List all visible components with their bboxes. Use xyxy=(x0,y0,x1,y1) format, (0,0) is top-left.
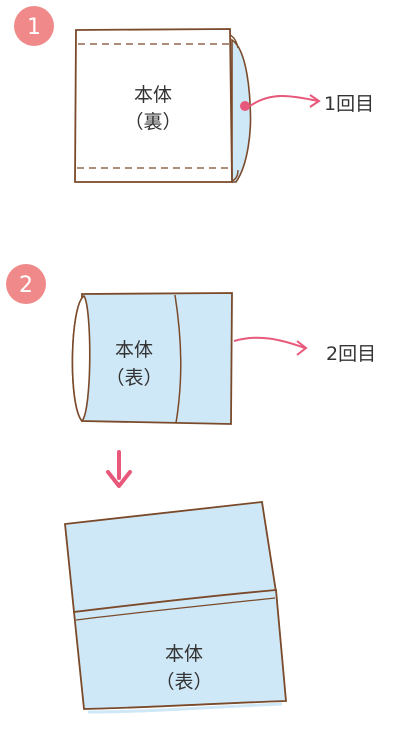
step-2-badge: 2 xyxy=(6,264,46,304)
svg-text:（裏）: （裏） xyxy=(124,111,181,133)
result-panel: 本体 （表） xyxy=(64,501,287,714)
curved-arrow-icon xyxy=(309,94,321,108)
svg-text:（表）: （表） xyxy=(155,671,212,693)
svg-text:本体: 本体 xyxy=(115,339,153,361)
svg-text:2回目: 2回目 xyxy=(326,343,376,365)
step-1-badge: 1 xyxy=(14,6,54,46)
svg-text:1回目: 1回目 xyxy=(324,93,374,115)
step-1-callout: 1回目 xyxy=(240,93,374,115)
svg-text:2: 2 xyxy=(19,273,33,298)
svg-text:1: 1 xyxy=(27,15,41,40)
step-1-panel: 本体 （裏） xyxy=(74,28,252,183)
step-2-callout: 2回目 xyxy=(233,336,376,365)
curved-arrow-icon xyxy=(296,340,308,356)
svg-text:本体: 本体 xyxy=(165,643,203,665)
down-arrow-icon xyxy=(106,450,132,488)
step-2-panel: 本体 （表） xyxy=(71,292,233,425)
svg-text:本体: 本体 xyxy=(134,84,172,106)
svg-text:（表）: （表） xyxy=(105,367,162,389)
